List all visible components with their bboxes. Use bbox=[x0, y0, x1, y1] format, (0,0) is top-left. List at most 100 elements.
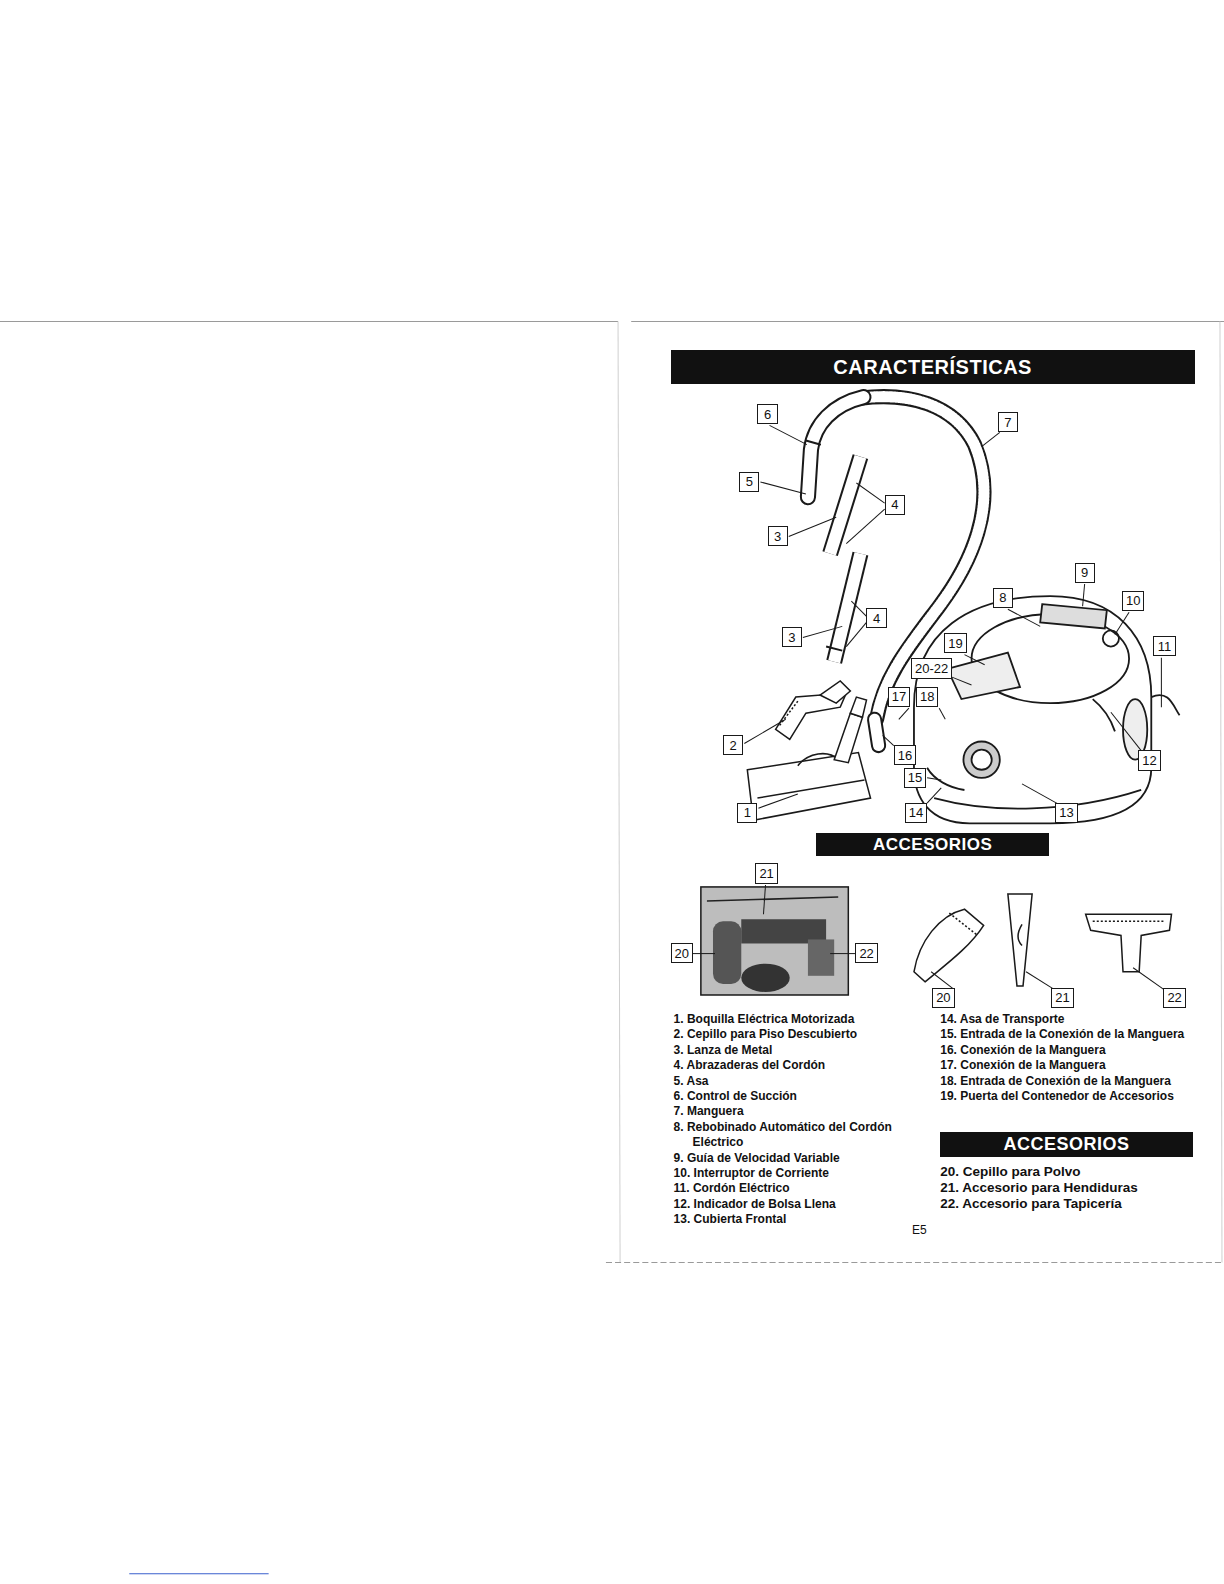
callout-box: 5 bbox=[739, 472, 759, 492]
accessory-tools bbox=[1093, 921, 1165, 923]
callout-box: 20 bbox=[932, 988, 954, 1008]
callout-number: 22 bbox=[1167, 991, 1181, 1004]
leader-line bbox=[693, 425, 1165, 990]
part-label: 22. Accesorio para Tapicería bbox=[940, 1196, 1194, 1212]
callout-number: 5 bbox=[746, 475, 753, 488]
callout-box: 16 bbox=[894, 745, 916, 765]
accessory-photo bbox=[701, 887, 848, 995]
part-label: 8. Rebobinado Automático del Cordón Eléc… bbox=[674, 1120, 924, 1151]
callout-box: 22 bbox=[1163, 988, 1185, 1008]
part-label: 17. Conexión de la Manguera bbox=[940, 1058, 1194, 1073]
section-title: ACCESORIOS bbox=[873, 835, 992, 855]
leader-line bbox=[856, 483, 884, 503]
callout-box: 19 bbox=[944, 633, 966, 653]
power-nozzle bbox=[757, 780, 864, 798]
callout-box: 3 bbox=[782, 627, 802, 647]
accessory-tools bbox=[1008, 894, 1032, 986]
callout-number: 12 bbox=[1142, 754, 1156, 767]
accessory-photo bbox=[707, 897, 838, 901]
accessory-photo bbox=[713, 921, 741, 984]
part-label: 15. Entrada de la Conexión de la Manguer… bbox=[940, 1027, 1194, 1042]
callout-number: 2 bbox=[730, 739, 737, 752]
part-label: 14. Asa de Transporte bbox=[940, 1012, 1194, 1027]
section-band: ACCESORIOS bbox=[816, 833, 1049, 856]
leader-line bbox=[927, 788, 941, 803]
metal-wand bbox=[830, 457, 860, 554]
part-label: 3. Lanza de Metal bbox=[674, 1043, 924, 1058]
callout-box: 17 bbox=[888, 687, 910, 707]
callout-box: 4 bbox=[866, 608, 886, 628]
callout-box: 11 bbox=[1153, 636, 1175, 656]
parts-list: 1. Boquilla Eléctrica Motorizada2. Cepil… bbox=[674, 1012, 924, 1228]
callout-number: 13 bbox=[1059, 806, 1073, 819]
accessory-tools bbox=[914, 894, 1172, 986]
page-border bbox=[129, 1573, 268, 1574]
callout-number: 21 bbox=[1055, 991, 1069, 1004]
canister-body bbox=[1040, 604, 1107, 628]
callout-number: 6 bbox=[764, 408, 771, 421]
leader-line bbox=[1022, 784, 1058, 804]
callout-number: 16 bbox=[898, 749, 912, 762]
floor-brush bbox=[776, 681, 851, 740]
part-label: 7. Manguera bbox=[674, 1104, 924, 1119]
part-label: 9. Guía de Velocidad Variable bbox=[674, 1151, 924, 1166]
page-number: E5 bbox=[912, 1223, 927, 1237]
leader-line bbox=[883, 735, 894, 745]
leader-line bbox=[770, 425, 807, 444]
callout-box: 15 bbox=[904, 768, 926, 788]
leader-line bbox=[846, 509, 884, 543]
callout-box: 21 bbox=[755, 863, 777, 883]
callout-number: 1 bbox=[744, 806, 751, 819]
leader-line bbox=[1161, 658, 1162, 707]
leader-line bbox=[744, 719, 785, 743]
callout-box: 21 bbox=[1051, 988, 1073, 1008]
section-title: CARACTERÍSTICAS bbox=[833, 356, 1032, 379]
leader-line bbox=[982, 432, 1000, 446]
callout-number: 3 bbox=[788, 631, 795, 644]
power-nozzle bbox=[747, 697, 870, 820]
leader-line bbox=[1111, 712, 1141, 750]
callout-box: 10 bbox=[1122, 591, 1144, 611]
callout-number: 4 bbox=[891, 498, 898, 511]
canister-body bbox=[963, 742, 999, 778]
callout-box: 6 bbox=[757, 404, 777, 424]
callout-number: 8 bbox=[999, 591, 1006, 604]
accessory-tools bbox=[914, 909, 984, 982]
leader-line bbox=[851, 601, 866, 616]
canister-body bbox=[947, 653, 1020, 699]
leader-line bbox=[931, 972, 953, 989]
part-label: 18. Entrada de Conexión de la Manguera bbox=[940, 1074, 1194, 1089]
callout-box: 18 bbox=[916, 687, 938, 707]
leader-line bbox=[1008, 609, 1040, 626]
hose bbox=[875, 719, 879, 745]
leader-line bbox=[1133, 968, 1164, 990]
accessory-photo bbox=[701, 887, 848, 995]
leader-line bbox=[846, 622, 866, 646]
part-label: 13. Cubierta Frontal bbox=[674, 1212, 924, 1227]
callout-number: 11 bbox=[1158, 640, 1172, 653]
callout-number: 20 bbox=[675, 947, 689, 960]
accessory-tools bbox=[949, 913, 977, 935]
callout-number: 10 bbox=[1126, 594, 1140, 607]
leader-line bbox=[939, 708, 945, 719]
page-border bbox=[631, 321, 1224, 322]
accessory-tools bbox=[1018, 924, 1022, 945]
leader-line bbox=[830, 953, 855, 954]
leader-line bbox=[789, 517, 836, 536]
callout-box: 4 bbox=[885, 495, 905, 515]
callout-number: 4 bbox=[873, 612, 880, 625]
callout-box: 13 bbox=[1055, 803, 1077, 823]
metal-wand bbox=[830, 457, 860, 554]
leader-line bbox=[760, 482, 805, 494]
power-nozzle bbox=[747, 753, 870, 821]
parts-list: 14. Asa de Transporte15. Entrada de la C… bbox=[940, 1012, 1194, 1104]
callout-number: 22 bbox=[859, 947, 873, 960]
floor-brush bbox=[820, 681, 850, 703]
callout-box: 12 bbox=[1138, 750, 1160, 770]
canister-body bbox=[914, 596, 1151, 823]
callout-number: 15 bbox=[908, 771, 922, 784]
callout-number: 3 bbox=[774, 530, 781, 543]
power-nozzle bbox=[798, 754, 838, 766]
callout-number: 21 bbox=[759, 867, 773, 880]
page-border bbox=[1220, 321, 1222, 1262]
